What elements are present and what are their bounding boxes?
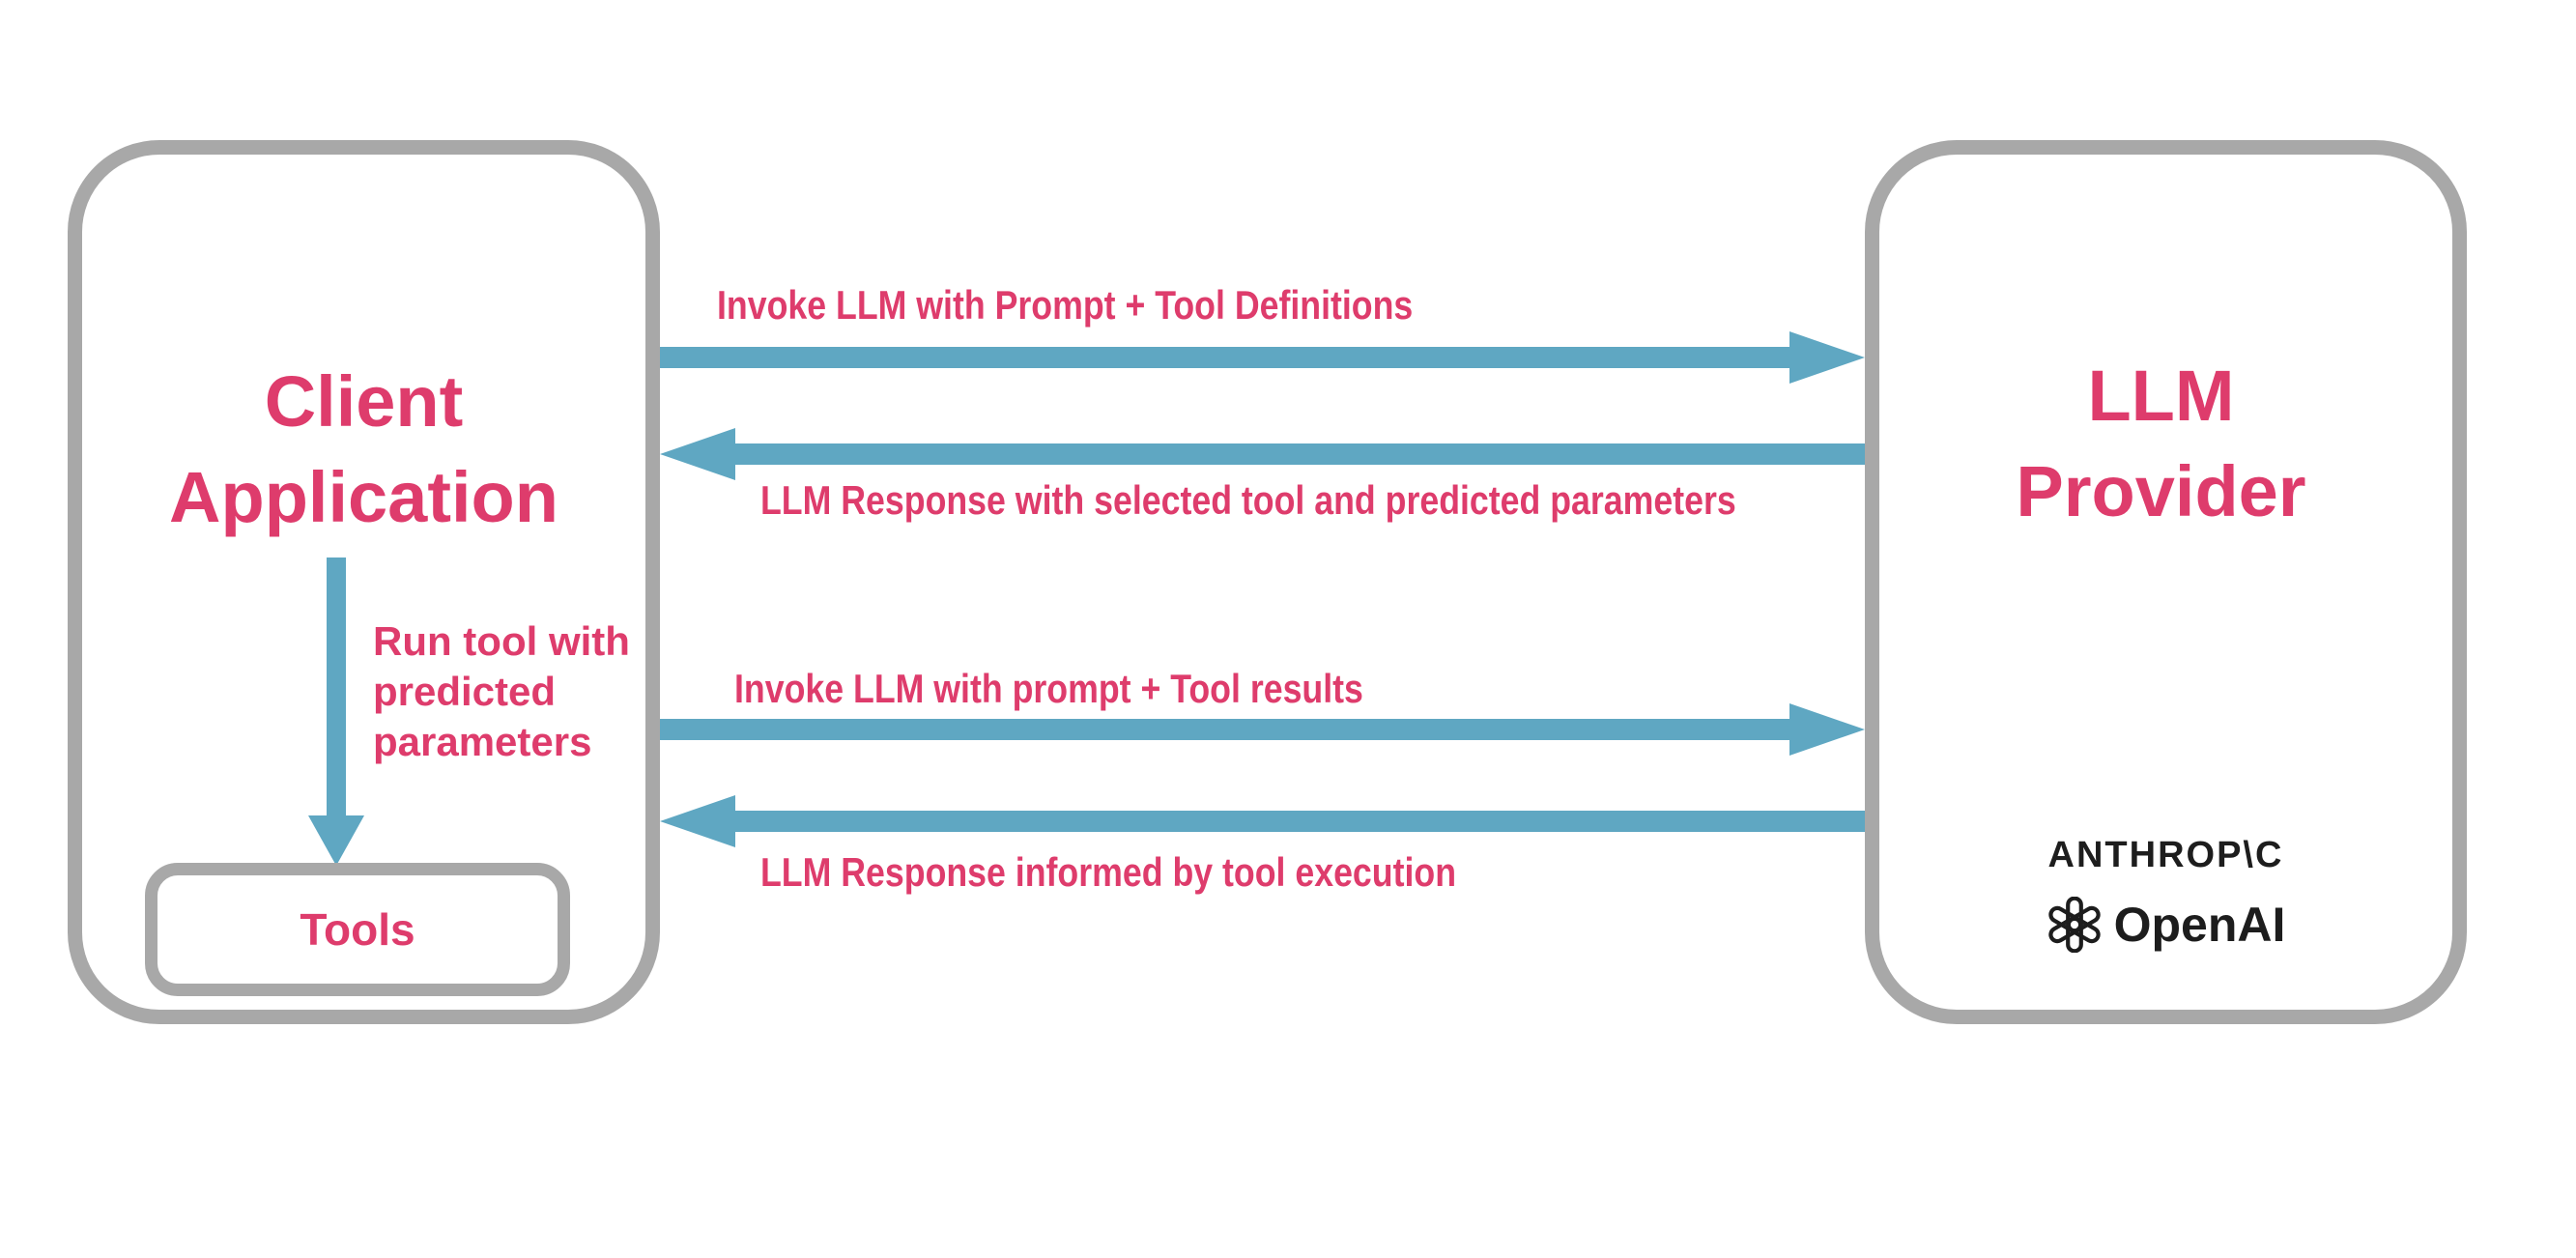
run-tool-label-line-1: Run tool with bbox=[373, 618, 630, 664]
client-application-box: Client Application Run tool with predict… bbox=[68, 140, 660, 1024]
arrow-body bbox=[660, 719, 1789, 740]
run-tool-label-line-2: predicted bbox=[373, 669, 557, 714]
flow-arrow-left-2 bbox=[660, 794, 1865, 848]
client-title-line-2: Application bbox=[169, 457, 558, 537]
flow-label-invoke-with-tool-results: Invoke LLM with prompt + Tool results bbox=[734, 666, 1363, 711]
right-arrowhead-icon bbox=[1789, 331, 1865, 384]
llm-provider-box: LLM Provider ANTHROP\C OpenAI bbox=[1865, 140, 2467, 1024]
tools-label: Tools bbox=[300, 904, 415, 955]
client-box-title: Client Application bbox=[82, 354, 645, 545]
flow-label-response-selected-tool: LLM Response with selected tool and pred… bbox=[760, 477, 1736, 523]
run-tool-label: Run tool with predicted parameters bbox=[373, 616, 630, 767]
arrow-body bbox=[735, 811, 1865, 832]
openai-logo: OpenAI bbox=[1879, 897, 2452, 953]
right-arrowhead-icon bbox=[1789, 703, 1865, 756]
openai-wordmark: OpenAI bbox=[2113, 898, 2286, 952]
left-arrowhead-icon bbox=[660, 795, 735, 847]
run-tool-arrow-shaft bbox=[327, 558, 346, 815]
run-tool-label-line-3: parameters bbox=[373, 719, 592, 764]
flow-label-invoke-with-tool-definitions: Invoke LLM with Prompt + Tool Definition… bbox=[717, 282, 1414, 328]
openai-mark-icon bbox=[2047, 897, 2101, 953]
client-title-line-1: Client bbox=[264, 361, 464, 442]
flow-arrow-right-2 bbox=[660, 702, 1865, 757]
left-arrowhead-icon bbox=[660, 428, 735, 480]
provider-box-title: LLM Provider bbox=[1879, 348, 2443, 539]
arrow-body bbox=[735, 443, 1865, 465]
run-tool-arrow bbox=[308, 558, 364, 866]
flow-arrow-left-1 bbox=[660, 427, 1865, 481]
flow-label-response-informed-by-tool: LLM Response informed by tool execution bbox=[760, 849, 1457, 895]
arrow-body bbox=[660, 347, 1789, 368]
flow-arrow-right-1 bbox=[660, 330, 1865, 385]
anthropic-logo: ANTHROP\C bbox=[2047, 835, 2284, 875]
provider-title-line-2: Provider bbox=[2016, 451, 2306, 531]
tools-box: Tools bbox=[145, 863, 570, 996]
provider-title-line-1: LLM bbox=[2087, 356, 2235, 436]
down-arrowhead-icon bbox=[308, 815, 364, 866]
